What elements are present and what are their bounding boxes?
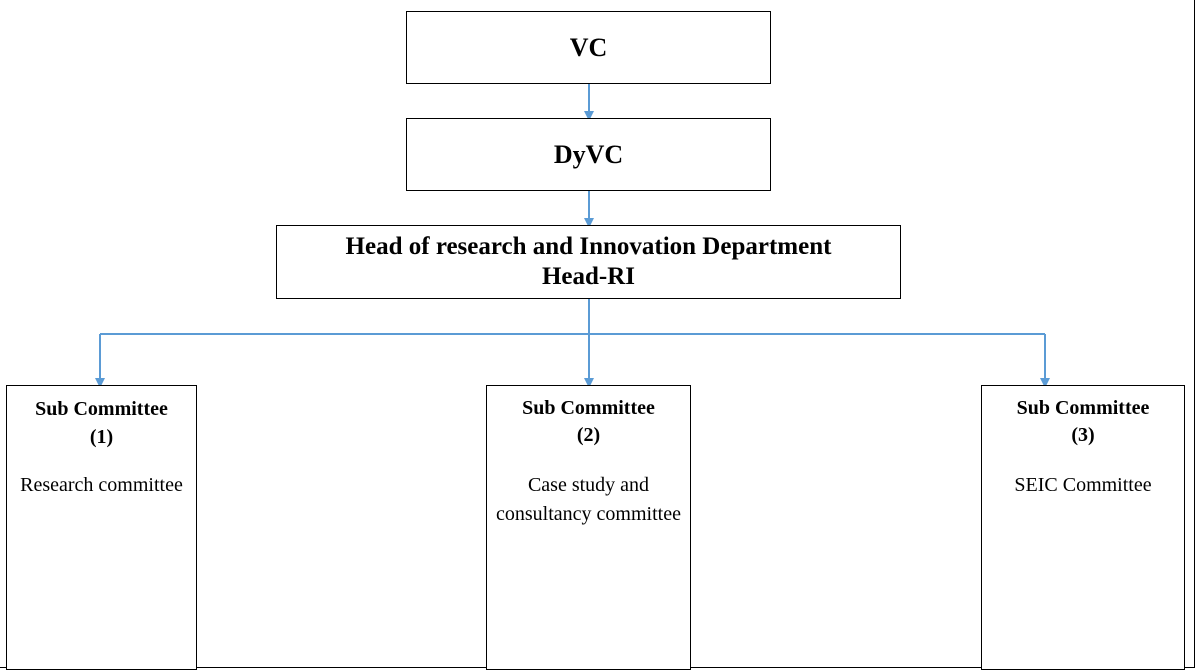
sub-committee-number: (3) — [1071, 424, 1095, 446]
node-sub-committee-1: Sub Committee (1) Research committee — [6, 385, 197, 670]
sub-committee-number: (1) — [89, 426, 114, 448]
node-sub-committee-2: Sub Committee (2) Case study and consult… — [486, 385, 691, 670]
node-dyvc: DyVC — [406, 118, 771, 191]
sub-committee-number: (2) — [576, 424, 601, 446]
sub-committee-title: Sub Committee — [35, 398, 168, 420]
node-head-line1: Head of research and Innovation Departme… — [345, 233, 832, 260]
sub-committee-description: Research committee — [20, 474, 183, 496]
sub-committee-description: Case study and consultancy committee — [496, 474, 681, 525]
node-dyvc-label: DyVC — [553, 139, 624, 169]
node-vc: VC — [406, 11, 771, 84]
node-head-ri: Head of research and Innovation Departme… — [276, 225, 901, 299]
sub-committee-description: SEIC Committee — [1014, 474, 1152, 496]
node-sub-committee-3: Sub Committee (3) SEIC Committee — [981, 385, 1185, 670]
sub-committee-title: Sub Committee — [1016, 397, 1150, 419]
sub-committee-title: Sub Committee — [522, 397, 655, 419]
node-head-line2: Head-RI — [541, 263, 636, 290]
node-vc-label: VC — [569, 32, 608, 62]
